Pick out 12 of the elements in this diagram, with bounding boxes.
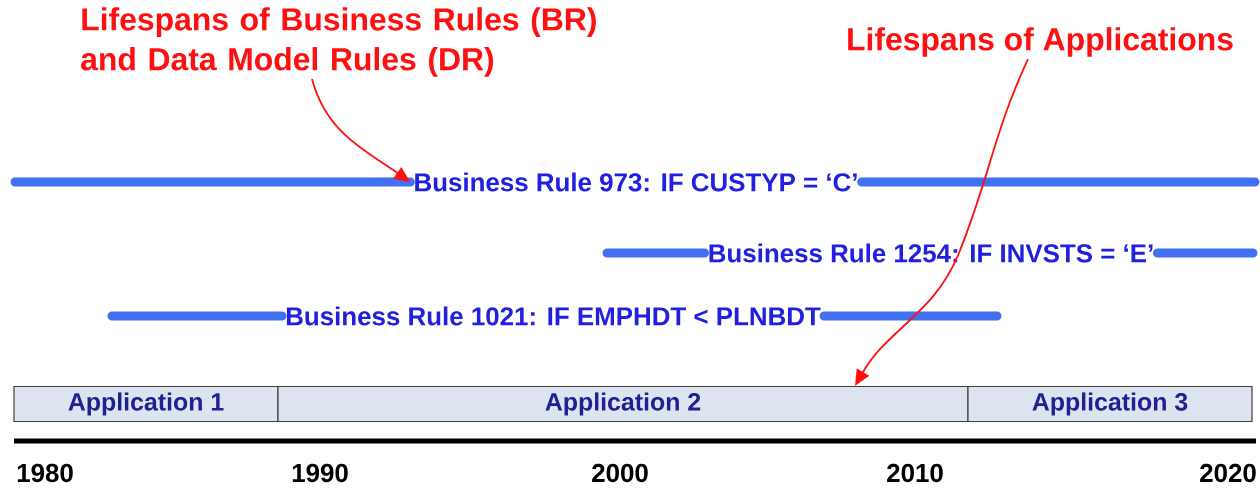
year-label: 2020 [1200,463,1256,483]
rule-label: Business Rule 1254: IF INVSTS = ‘E’ [709,243,1153,263]
rule-label: Business Rule 973: IF CUSTYP = ‘C’ [415,172,857,192]
application-box: Application 1 [13,385,279,423]
application-box: Application 3 [967,385,1253,423]
year-label: 1990 [292,463,348,483]
rule-label: Business Rule 1021: IF EMPHDT < PLNBDT [286,306,821,326]
year-label: 2000 [592,463,648,483]
callout-text: Lifespans of Applications [848,27,1233,57]
year-label: 2010 [887,463,943,483]
callout-text: Lifespans of Business Rules (BR) and Data Model Rules (DR) [81,7,596,77]
year-label: 1980 [17,463,73,483]
